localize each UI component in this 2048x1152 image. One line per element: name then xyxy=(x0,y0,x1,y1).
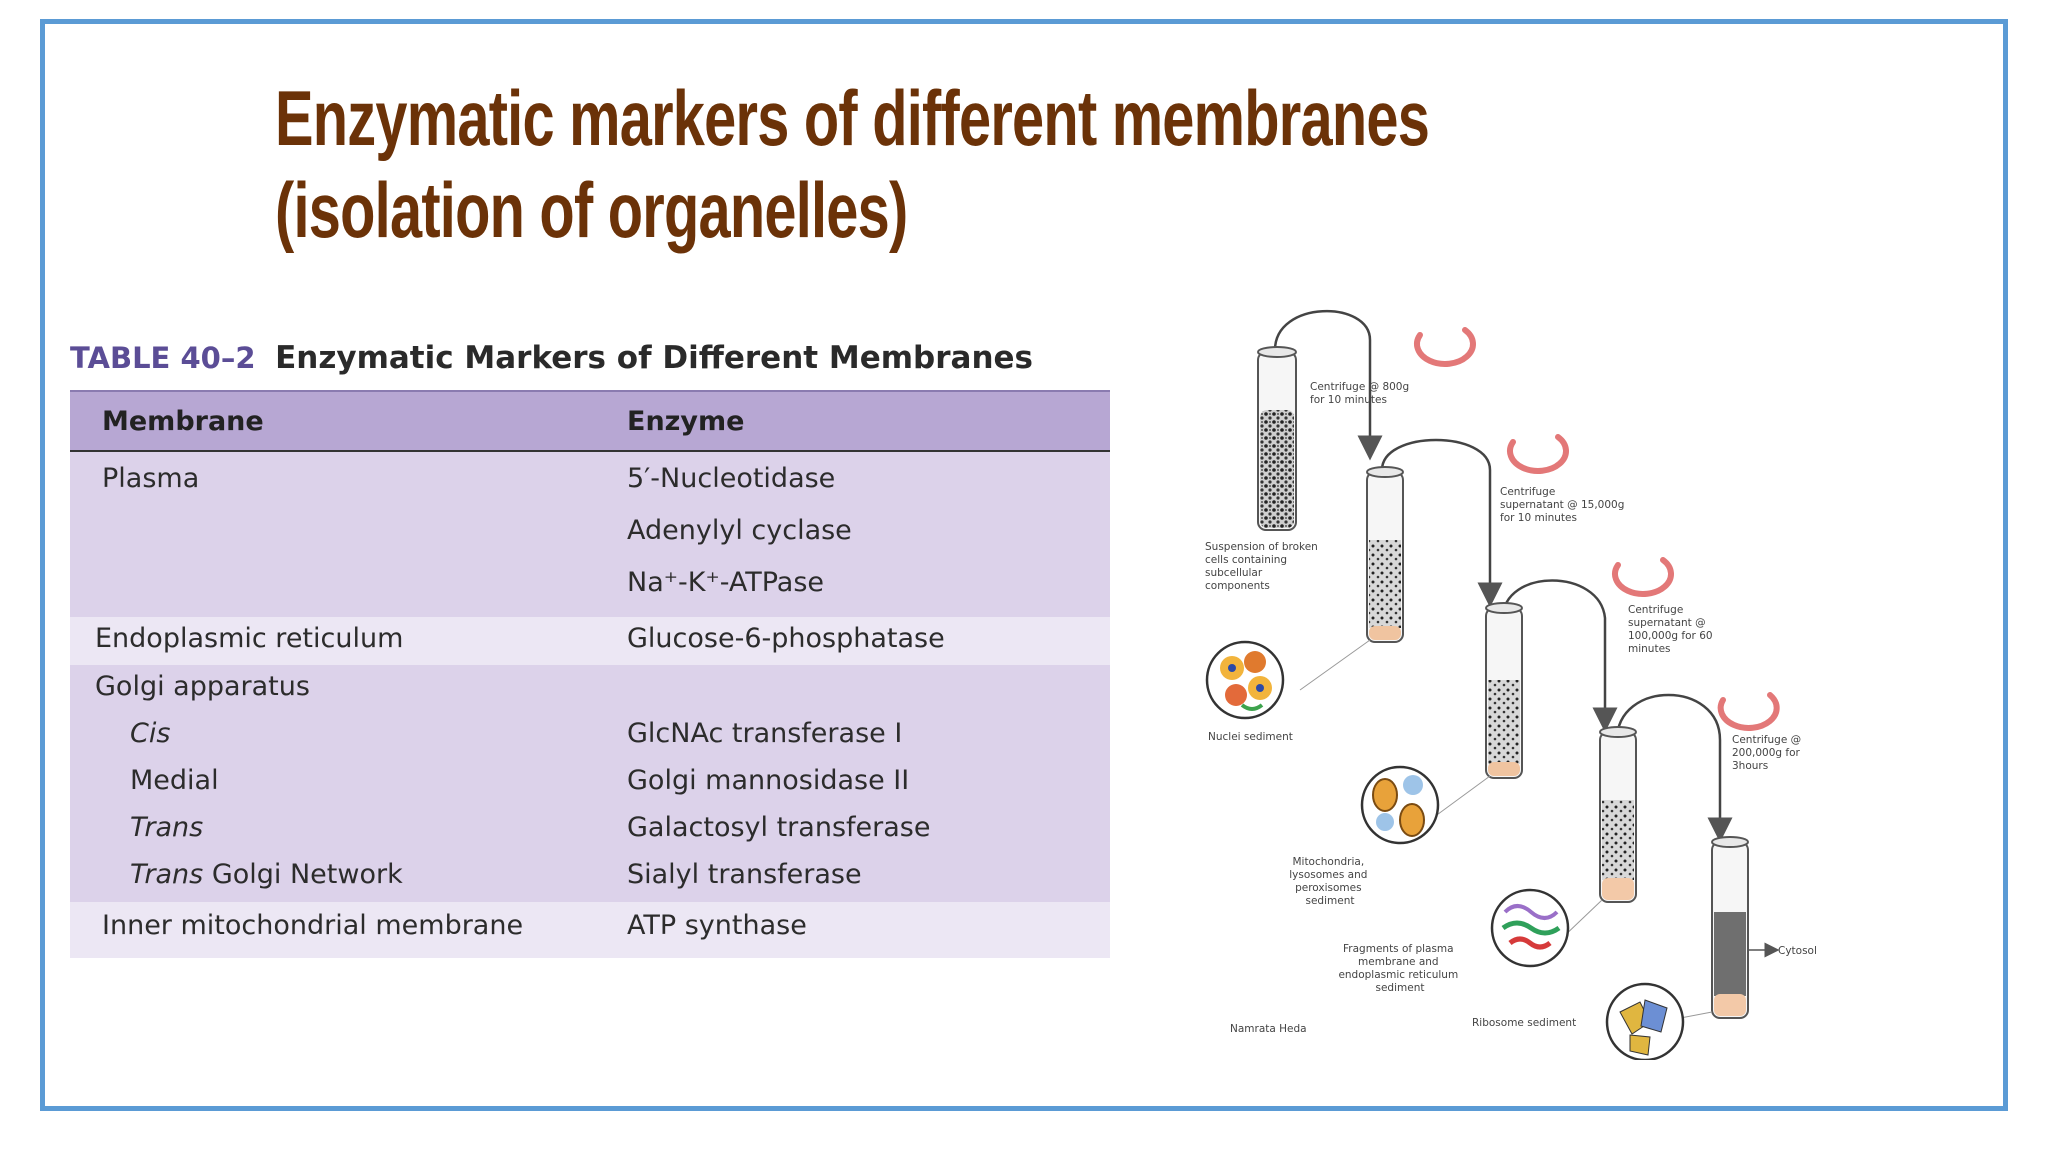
sediment-line: membrane and xyxy=(1358,956,1439,968)
sediment-line: endoplasmic reticulum xyxy=(1338,969,1458,981)
cell-membrane: Plasma xyxy=(102,463,200,494)
start-line: components xyxy=(1205,580,1270,592)
cell-enzyme: Glucose-6-phosphatase xyxy=(627,623,945,654)
microsome-label: Fragments of plasma membrane and endopla… xyxy=(1338,943,1461,994)
transfer-arrows xyxy=(1273,310,1733,843)
sediment-line: Fragments of plasma xyxy=(1343,943,1454,955)
header-membrane: Membrane xyxy=(102,406,264,437)
credit-label: Namrata Heda xyxy=(1230,1023,1307,1035)
slide-frame xyxy=(40,19,2008,1111)
centrifugation-diagram: Centrifuge @ 800g for 10 minutes Centrif… xyxy=(1205,310,1817,1060)
step-line: 3hours xyxy=(1732,760,1768,772)
sediment-line: Mitochondria, xyxy=(1292,856,1364,868)
transfer-arrow xyxy=(1380,438,1503,608)
microsome-view xyxy=(1490,888,1603,968)
cell-enzyme: Sialyl transferase xyxy=(627,859,862,890)
spin-arrow xyxy=(1507,434,1569,474)
start-line: cells containing xyxy=(1205,554,1287,566)
tube-5 xyxy=(1711,836,1749,1019)
cell-enzyme: Na⁺-K⁺-ATPase xyxy=(627,567,825,598)
cell-enzyme: ATP synthase xyxy=(627,910,807,941)
step-line: supernatant @ xyxy=(1628,617,1706,629)
tube-1 xyxy=(1257,346,1297,531)
start-line: Suspension of broken xyxy=(1205,541,1318,553)
cell-membrane: Cis xyxy=(130,718,171,749)
tube-3 xyxy=(1485,602,1523,779)
step-line: Centrifuge xyxy=(1500,486,1555,498)
step-label-2: Centrifuge supernatant @ 15,000g for 10 … xyxy=(1500,486,1628,524)
nuclei-view xyxy=(1205,639,1371,720)
title-line-2: (isolation of organelles) xyxy=(275,166,908,254)
title-line-1: Enzymatic markers of different membranes xyxy=(275,74,1430,162)
table-header: Membrane Enzyme xyxy=(70,390,1110,452)
transfer-arrow xyxy=(1615,693,1733,843)
cell-membrane-rest: Golgi Network xyxy=(203,859,403,890)
cell-enzyme: Adenylyl cyclase xyxy=(627,515,852,546)
table-band xyxy=(70,665,1110,902)
cell-membrane: Trans Golgi Network xyxy=(130,859,403,890)
step-line: for 10 minutes xyxy=(1310,394,1387,406)
ribosome-view xyxy=(1605,982,1713,1060)
step-line: supernatant @ 15,000g xyxy=(1500,499,1624,511)
sediment-line: lysosomes and xyxy=(1289,869,1367,881)
tubes xyxy=(1257,346,1749,1019)
cell-enzyme: GlcNAc transferase I xyxy=(627,718,903,749)
step-line: Centrifuge @ 800g xyxy=(1310,381,1409,393)
table-name: Enzymatic Markers of Different Membranes xyxy=(275,340,1033,376)
transfer-arrow xyxy=(1501,579,1618,733)
table-band xyxy=(70,617,1110,665)
diagram-labels: Centrifuge @ 800g for 10 minutes Centrif… xyxy=(1205,381,1817,1035)
table-number: TABLE 40–2 xyxy=(70,341,256,375)
cell-membrane: Medial xyxy=(130,765,219,796)
cell-membrane: Trans xyxy=(130,812,204,843)
step-line: minutes xyxy=(1628,643,1671,655)
sediment-line: sediment xyxy=(1306,895,1355,907)
table-caption: TABLE 40–2 Enzymatic Markers of Differen… xyxy=(70,340,1110,384)
spin-arrow xyxy=(1612,557,1674,597)
sediment-views xyxy=(1205,639,1713,1060)
mitochondria-label: Mitochondria, lysosomes and peroxisomes … xyxy=(1289,856,1371,907)
cell-membrane: Inner mitochondrial membrane xyxy=(102,910,524,941)
step-label-1: Centrifuge @ 800g for 10 minutes xyxy=(1310,381,1413,406)
step-label-4: Centrifuge @ 200,000g for 3hours xyxy=(1732,734,1804,772)
spin-arrow xyxy=(1414,327,1476,367)
tube-2 xyxy=(1366,466,1404,643)
cell-enzyme: 5′-Nucleotidase xyxy=(627,463,836,494)
cytosol-label: Cytosol xyxy=(1778,945,1817,957)
sediment-line: sediment xyxy=(1376,982,1425,994)
step-line: Centrifuge xyxy=(1628,604,1683,616)
step-label-3: Centrifuge supernatant @ 100,000g for 60… xyxy=(1628,604,1716,655)
spin-arrows xyxy=(1414,327,1780,731)
nuclei-label: Nuclei sediment xyxy=(1208,731,1293,743)
start-line: subcellular xyxy=(1205,567,1263,579)
cell-membrane: Golgi apparatus xyxy=(95,671,310,702)
step-line: 100,000g for 60 xyxy=(1628,630,1713,642)
step-line: 200,000g for xyxy=(1732,747,1801,759)
cell-enzyme: Golgi mannosidase II xyxy=(627,765,910,796)
spin-arrow xyxy=(1717,692,1780,731)
sediment-line: peroxisomes xyxy=(1295,882,1362,894)
cell-membrane: Endoplasmic reticulum xyxy=(95,623,404,654)
cell-membrane-italic: Trans xyxy=(130,859,204,890)
ribosome-label: Ribosome sediment xyxy=(1472,1017,1576,1029)
transfer-arrow xyxy=(1273,310,1383,461)
mitochondria-view xyxy=(1360,765,1491,845)
cell-enzyme: Galactosyl transferase xyxy=(627,812,931,843)
step-line: for 10 minutes xyxy=(1500,512,1577,524)
header-enzyme: Enzyme xyxy=(627,406,745,437)
tube-4 xyxy=(1599,726,1637,903)
slide-title: Enzymatic markers of different membranes… xyxy=(275,72,1430,256)
step-line: Centrifuge @ xyxy=(1732,734,1801,746)
table-band xyxy=(70,452,1110,617)
table-band xyxy=(70,902,1110,958)
start-label: Suspension of broken cells containing su… xyxy=(1205,541,1321,592)
